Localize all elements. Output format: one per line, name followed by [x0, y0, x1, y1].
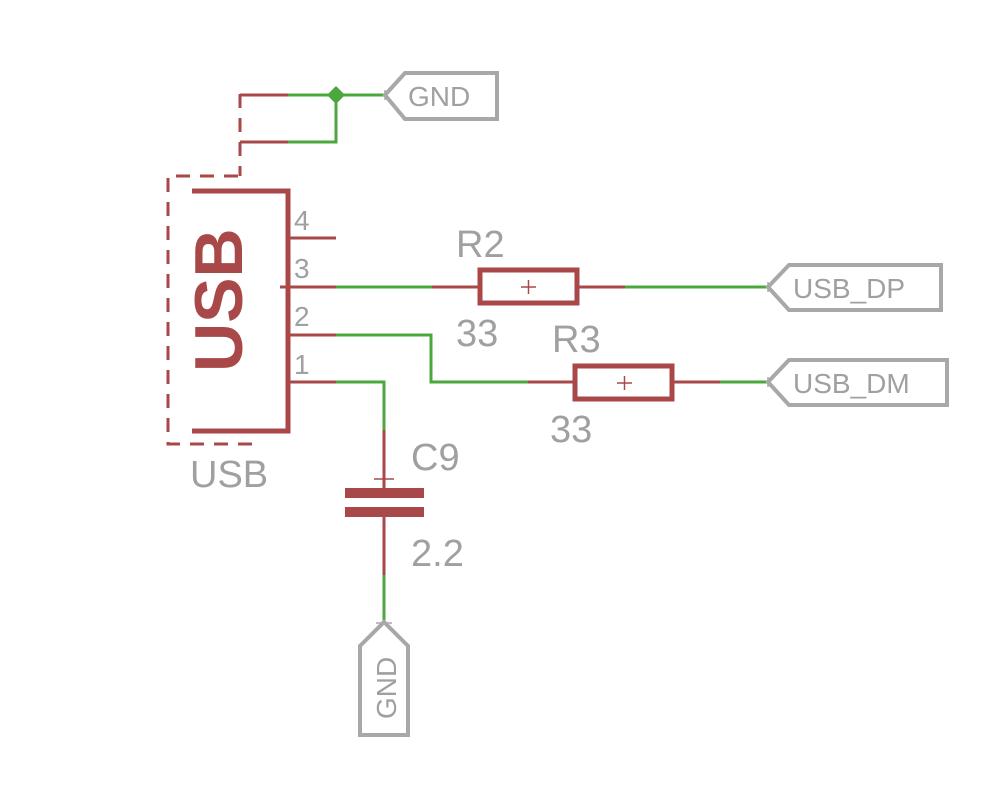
usb-connector-outline — [166, 94, 255, 446]
resistor-r2[interactable]: R2 33 — [456, 224, 580, 355]
junction-dot — [327, 86, 345, 104]
pin-number: 3 — [294, 253, 310, 284]
net-label-text: USB_DM — [793, 368, 910, 399]
r2-value: 33 — [456, 313, 498, 355]
usb-connector-body[interactable]: USB — [181, 188, 291, 434]
shield-wires — [240, 86, 385, 144]
usb-symbol-text: USB — [181, 228, 257, 372]
r3-name: R3 — [552, 319, 601, 361]
pin-number: 2 — [294, 301, 310, 332]
net-usb-dm — [336, 333, 768, 384]
net-label-text: GND — [371, 657, 402, 719]
capacitor-c9[interactable]: C9 2.2 — [345, 437, 464, 575]
r2-name: R2 — [456, 224, 505, 266]
net-label-text: GND — [408, 81, 470, 112]
net-label-gnd-top[interactable]: GND — [382, 71, 499, 121]
net-label-gnd-bottom[interactable]: GND — [358, 619, 410, 737]
net-label-usb-dm[interactable]: USB_DM — [765, 358, 949, 407]
resistor-r3[interactable]: R3 33 — [550, 319, 675, 451]
connector-pins: 4 3 2 1 — [280, 205, 336, 384]
connector-name-label: USB — [190, 454, 268, 496]
pin-number: 1 — [294, 349, 310, 380]
pin-number: 4 — [294, 205, 310, 236]
net-label-usb-dp[interactable]: USB_DP — [765, 263, 943, 312]
c9-name: C9 — [411, 437, 460, 479]
net-pin1-c9 — [336, 380, 386, 622]
r3-value: 33 — [550, 409, 592, 451]
c9-value: 2.2 — [411, 533, 464, 575]
net-label-text: USB_DP — [793, 273, 905, 304]
